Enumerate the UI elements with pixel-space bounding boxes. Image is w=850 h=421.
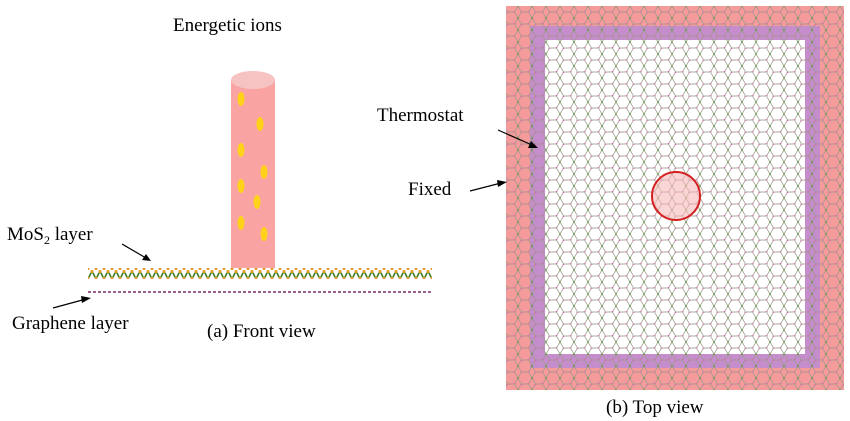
ion-particles (237, 92, 268, 241)
graphene-layer-label: Graphene layer (12, 313, 129, 334)
ion-particle (237, 143, 245, 157)
ion-particle (256, 117, 264, 131)
graphene-arrowhead (81, 296, 91, 303)
front-view-caption: (a) Front view (207, 321, 316, 342)
mos2-label-suffix: layer (49, 224, 93, 245)
top-view-panel (469, 6, 844, 390)
ion-particle (237, 179, 245, 193)
energetic-ions-label: Energetic ions (173, 15, 282, 36)
thermostat-arrowhead (528, 141, 538, 148)
mos2-label-sub: 2 (43, 233, 50, 247)
fixed-arrow (469, 182, 502, 192)
ion-particle (260, 227, 268, 241)
ion-beam-column (231, 80, 275, 268)
top-view-arrows (469, 129, 538, 192)
top-view-caption: (b) Top view (606, 397, 704, 418)
impact-zone (651, 171, 701, 221)
mos2-arrow (121, 243, 147, 259)
ion-particle (260, 165, 268, 179)
mos2-layer-label: MoS2 layer (7, 224, 93, 247)
thermostat-arrow (497, 129, 533, 146)
fixed-label: Fixed (408, 179, 452, 200)
ion-particle (237, 92, 245, 106)
ion-particle (253, 195, 261, 209)
mos2-layer-front (88, 268, 432, 279)
fixed-arrowhead (497, 180, 507, 187)
mos2-label-prefix: MoS (7, 224, 44, 245)
mos2-arrowhead (142, 254, 151, 261)
ion-particle (237, 216, 245, 230)
ion-beam-cap (231, 71, 275, 89)
front-view-arrows (52, 243, 151, 309)
graphene-arrow (52, 298, 87, 309)
front-view-panel (52, 71, 432, 309)
thermostat-label: Thermostat (377, 105, 464, 126)
